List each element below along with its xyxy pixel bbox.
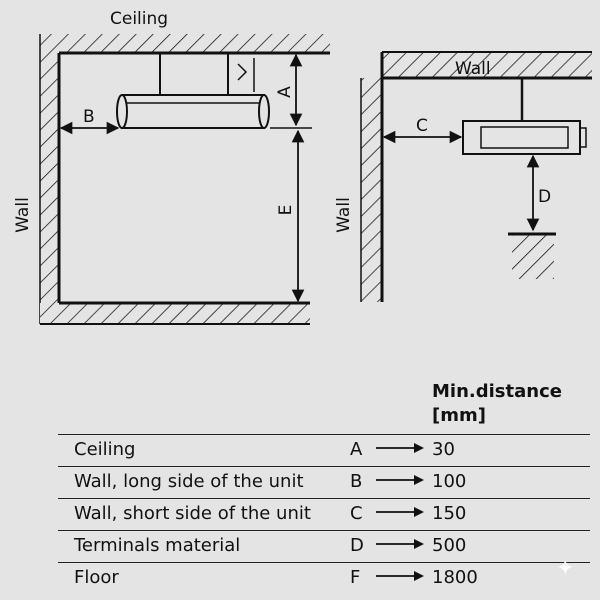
row-code: A [350,439,363,460]
label-b: B [83,107,95,127]
row-arrow-icon [376,443,424,453]
row-desc: Ceiling [74,439,136,460]
row-arrow-icon [376,539,424,549]
header-title: Min.distance [432,381,562,402]
row-code: D [350,535,364,556]
heater-unit-side [462,120,587,155]
row-value: 500 [432,535,467,556]
table-row: Ceiling A 30 [58,434,590,466]
left-diagram: A E B Ceiling Wall [13,9,330,325]
sparkle-icon: ✦ [556,556,575,581]
ceiling-label: Ceiling [110,9,168,29]
hanger-bracket [159,52,229,96]
top-wall-label: Wall [455,59,491,79]
left-wall-label: Wall [13,197,33,233]
side-wall-label: Wall [334,197,354,233]
row-desc: Wall, long side of the unit [74,471,304,492]
side-wall-hatch [361,78,382,302]
row-code: C [350,503,363,524]
table-row: Wall, long side of the unit B 100 [58,466,590,498]
table-row: Wall, short side of the unit C 150 [58,498,590,530]
label-a: A [275,86,295,98]
row-arrow-icon [376,571,424,581]
left-wall-hatch [40,34,59,324]
row-desc: Wall, short side of the unit [74,503,311,524]
floor-hatch [40,303,310,324]
label-c: C [416,116,428,136]
row-value: 100 [432,471,467,492]
row-value: 150 [432,503,467,524]
heater-unit [116,94,270,129]
row-code: B [350,471,363,492]
label-e: E [276,205,296,216]
ceiling-hatch [40,34,330,53]
row-desc: Terminals material [74,535,241,556]
table-row: Terminals material D 500 [58,530,590,562]
tilt-mark [237,63,248,81]
row-code: F [350,567,361,588]
terminal-material-hatch [512,234,554,279]
row-arrow-icon [376,507,424,517]
installation-diagram: A E B Ceiling Wall Wall Wall C [13,9,592,325]
min-distance-header: Min.distance [mm] [432,380,562,428]
right-diagram: Wall Wall C D [334,51,592,302]
header-unit: [mm] [432,405,486,426]
row-value: 1800 [432,567,478,588]
top-wall-hatch [382,52,592,78]
row-arrow-icon [376,475,424,485]
table-row: Floor F 1800 [58,562,590,594]
row-desc: Floor [74,567,119,588]
label-d: D [538,187,551,207]
row-value: 30 [432,439,455,460]
